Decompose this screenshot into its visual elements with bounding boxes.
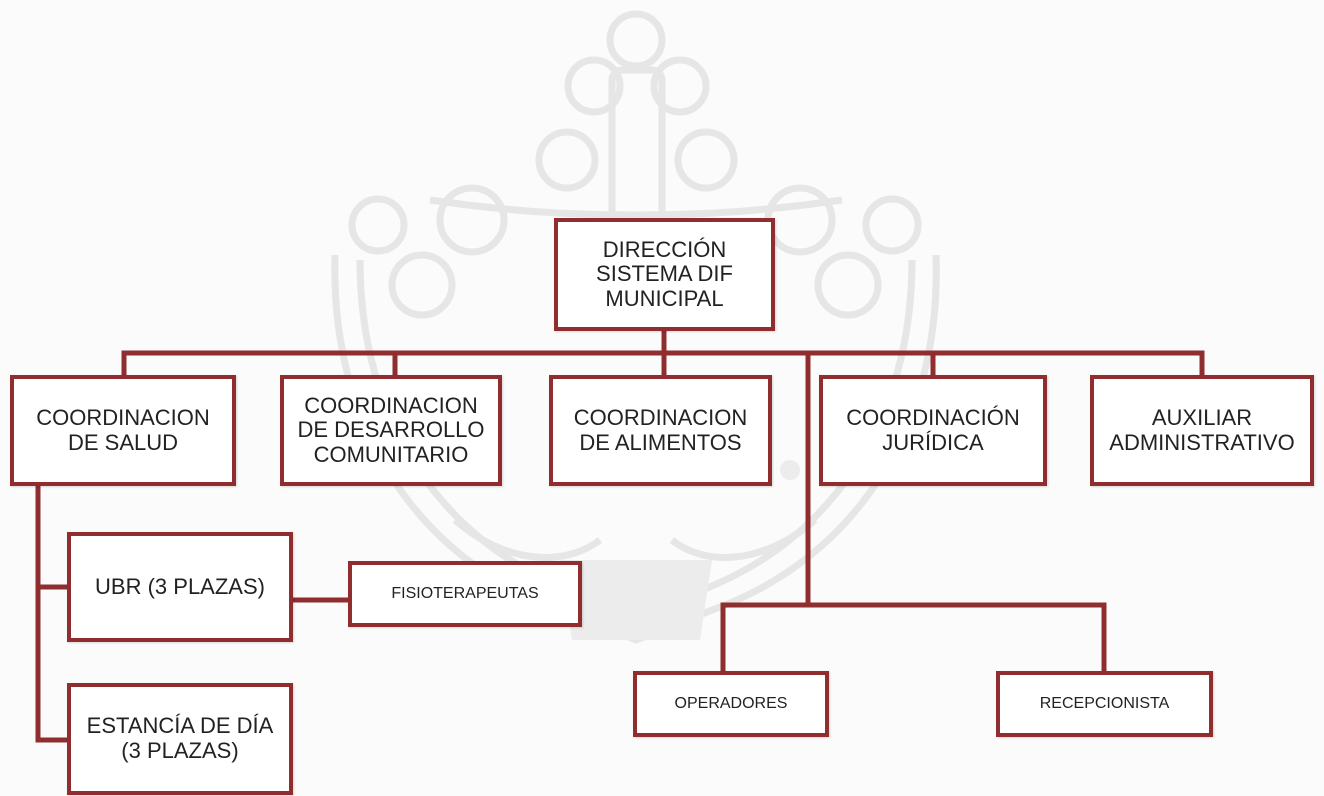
node-direccion-sistema-dif: DIRECCIÓN SISTEMA DIF MUNICIPAL [554, 218, 775, 331]
node-coordinacion-salud: COORDINACION DE SALUD [10, 375, 236, 486]
node-coordinacion-juridica: COORDINACIÓN JURÍDICA [819, 375, 1047, 486]
node-operadores: OPERADORES [633, 671, 829, 737]
node-coordinacion-desarrollo-comunitario: COORDINACION DE DESARROLLO COMUNITARIO [280, 375, 502, 486]
node-recepcionista: RECEPCIONISTA [996, 671, 1213, 737]
node-estancia-de-dia: ESTANCÍA DE DÍA (3 PLAZAS) [67, 683, 293, 795]
node-ubr: UBR (3 PLAZAS) [67, 532, 293, 642]
node-fisioterapeutas: FISIOTERAPEUTAS [348, 561, 582, 627]
node-coordinacion-alimentos: COORDINACION DE ALIMENTOS [549, 375, 772, 486]
node-auxiliar-administrativo: AUXILIAR ADMINISTRATIVO [1090, 375, 1314, 486]
